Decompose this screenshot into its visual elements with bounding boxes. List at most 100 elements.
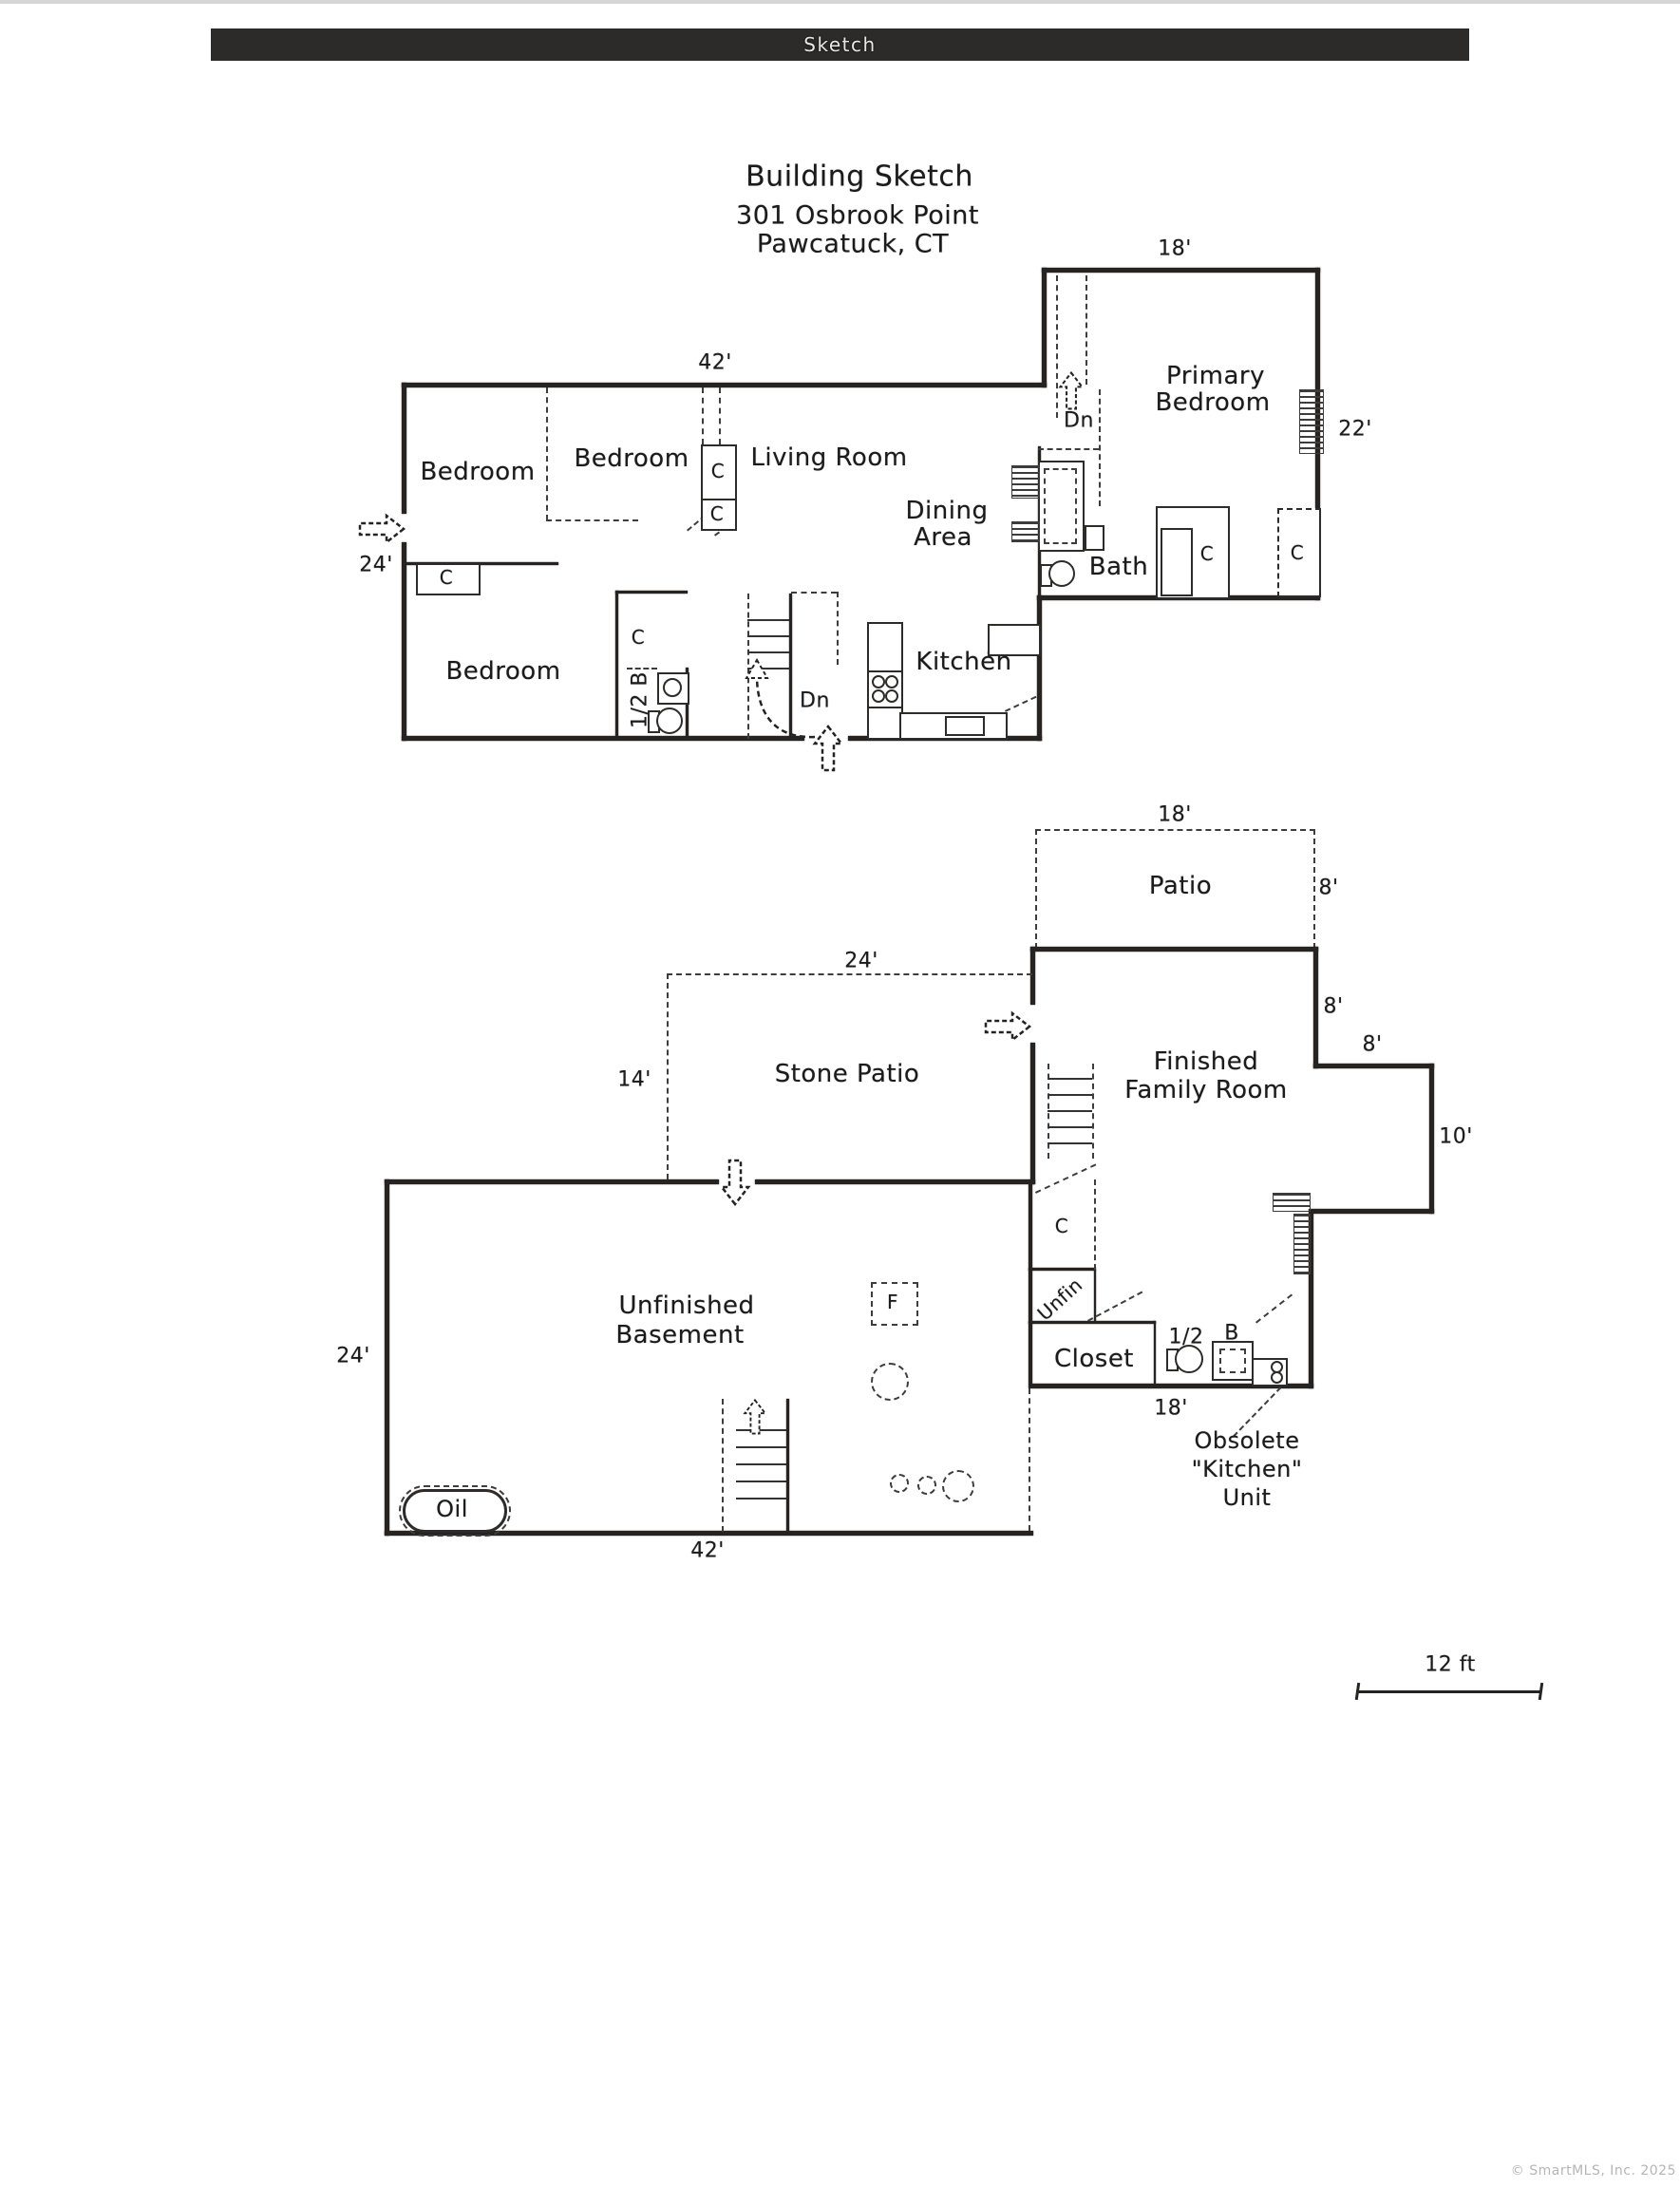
dimension-label: 14' — [617, 1067, 651, 1092]
burner — [872, 675, 885, 688]
closet-box — [1277, 508, 1321, 597]
closet-label: C — [710, 460, 726, 482]
room-label-unfinished-basement: Unfinished — [618, 1292, 755, 1320]
tank-circle — [917, 1476, 936, 1495]
interior-wall — [406, 562, 558, 565]
furnace-label: F — [886, 1291, 899, 1313]
stair-tread — [747, 635, 789, 637]
oil-tank-label: Oil — [436, 1496, 468, 1522]
dashed-partition — [1099, 389, 1101, 506]
room-label-patio: Patio — [1148, 872, 1213, 900]
stair-tread — [1048, 1110, 1092, 1112]
room-label-primary-bedroom: Primary — [1166, 362, 1265, 390]
room-label-family-room: Finished — [1153, 1047, 1259, 1076]
wall — [1037, 595, 1042, 741]
dashed-partition — [791, 592, 837, 594]
dimension-label: 10' — [1439, 1124, 1473, 1149]
closet-box — [701, 499, 737, 531]
stair-side — [722, 1399, 724, 1532]
oil-tank — [399, 1485, 511, 1537]
stair-down-label: Dn — [1064, 408, 1094, 433]
address-line-1: 301 Osbrook Point — [736, 200, 979, 231]
wall — [1313, 1064, 1434, 1068]
stair-tread — [1048, 1142, 1092, 1144]
room-label-kitchen: Kitchen — [916, 648, 1012, 676]
room-label-primary-bedroom: Bedroom — [1155, 388, 1271, 417]
wall — [402, 736, 804, 741]
room-label-half-bath: 1/2 B — [628, 671, 652, 728]
room-label-stone-patio: Stone Patio — [774, 1060, 920, 1088]
stair-side — [786, 1399, 789, 1532]
wall — [385, 1531, 1033, 1536]
shower-inner — [1044, 468, 1077, 544]
kitchen-unit-burner — [1271, 1371, 1283, 1384]
tank-circle — [890, 1474, 909, 1493]
wall — [1042, 268, 1047, 387]
wall — [1029, 1384, 1313, 1388]
entry-arrow-icon — [357, 513, 406, 545]
toilet-bowl — [1048, 560, 1075, 587]
stone-patio-edge — [667, 973, 1032, 975]
stair-tread — [1048, 1094, 1092, 1096]
stair-side — [1085, 275, 1087, 385]
dimension-label: 8' — [1362, 1032, 1383, 1057]
dashed-partition — [546, 519, 638, 521]
unfin-label: Unfin — [1032, 1273, 1087, 1326]
stair-side — [1092, 1064, 1094, 1159]
closet-box — [701, 444, 737, 500]
scale-tick — [1538, 1682, 1544, 1701]
chimney-line — [719, 387, 721, 444]
dimension-label: 8' — [1318, 876, 1339, 900]
header-title: Sketch — [803, 33, 877, 56]
refrigerator — [988, 624, 1041, 656]
tank-circle — [871, 1363, 909, 1401]
stair-tread — [736, 1463, 786, 1465]
half-bath-label: B — [1224, 1321, 1239, 1346]
header-bar: Sketch — [211, 28, 1469, 61]
dimension-label: 24' — [844, 949, 878, 973]
chimney-line — [702, 387, 704, 444]
stone-patio-edge — [667, 973, 669, 1179]
dimension-label: 18' — [1154, 1396, 1188, 1421]
stair-tread — [736, 1446, 786, 1448]
stair-tread — [747, 651, 789, 653]
interior-wall — [1094, 1270, 1096, 1323]
scale-line — [1358, 1690, 1541, 1693]
sink — [1085, 525, 1104, 551]
stair-tread — [736, 1429, 786, 1431]
wall — [402, 542, 406, 741]
dimension-label: 22' — [1338, 417, 1372, 442]
wall — [402, 383, 1047, 387]
stair-tread — [747, 619, 789, 621]
tank-circle — [942, 1470, 974, 1502]
wall — [1030, 1043, 1035, 1184]
watermark: © SmartMLS, Inc. 2025 — [1510, 2163, 1676, 2179]
wall — [755, 1179, 1035, 1184]
closet-label: C — [439, 566, 454, 589]
door-swing — [1255, 1293, 1293, 1324]
wall — [1030, 947, 1035, 1005]
room-label-bedroom: Bedroom — [445, 657, 561, 686]
interior-wall — [789, 594, 792, 739]
stair-tread — [747, 668, 789, 670]
closet-label: C — [709, 502, 725, 525]
dashed-partition — [1038, 448, 1099, 450]
kitchen-unit — [1252, 1358, 1288, 1386]
dashed-wall — [1029, 1388, 1030, 1531]
stair-tread — [1048, 1126, 1092, 1128]
dashed-partition — [837, 592, 839, 665]
room-label-dining-area: Dining — [905, 497, 989, 525]
door-arrow-icon — [983, 1010, 1032, 1043]
interior-wall — [615, 591, 688, 594]
dashed-partition — [546, 387, 548, 520]
page-title: Building Sketch — [746, 160, 973, 194]
sink-basin — [663, 678, 682, 697]
wall — [402, 383, 406, 514]
interior-wall — [1029, 1268, 1096, 1271]
stove — [867, 670, 903, 708]
dimension-label: 24' — [359, 553, 393, 577]
room-label-bedroom: Bedroom — [420, 458, 536, 486]
closet-door — [1161, 528, 1193, 596]
interior-wall — [1029, 1321, 1156, 1324]
